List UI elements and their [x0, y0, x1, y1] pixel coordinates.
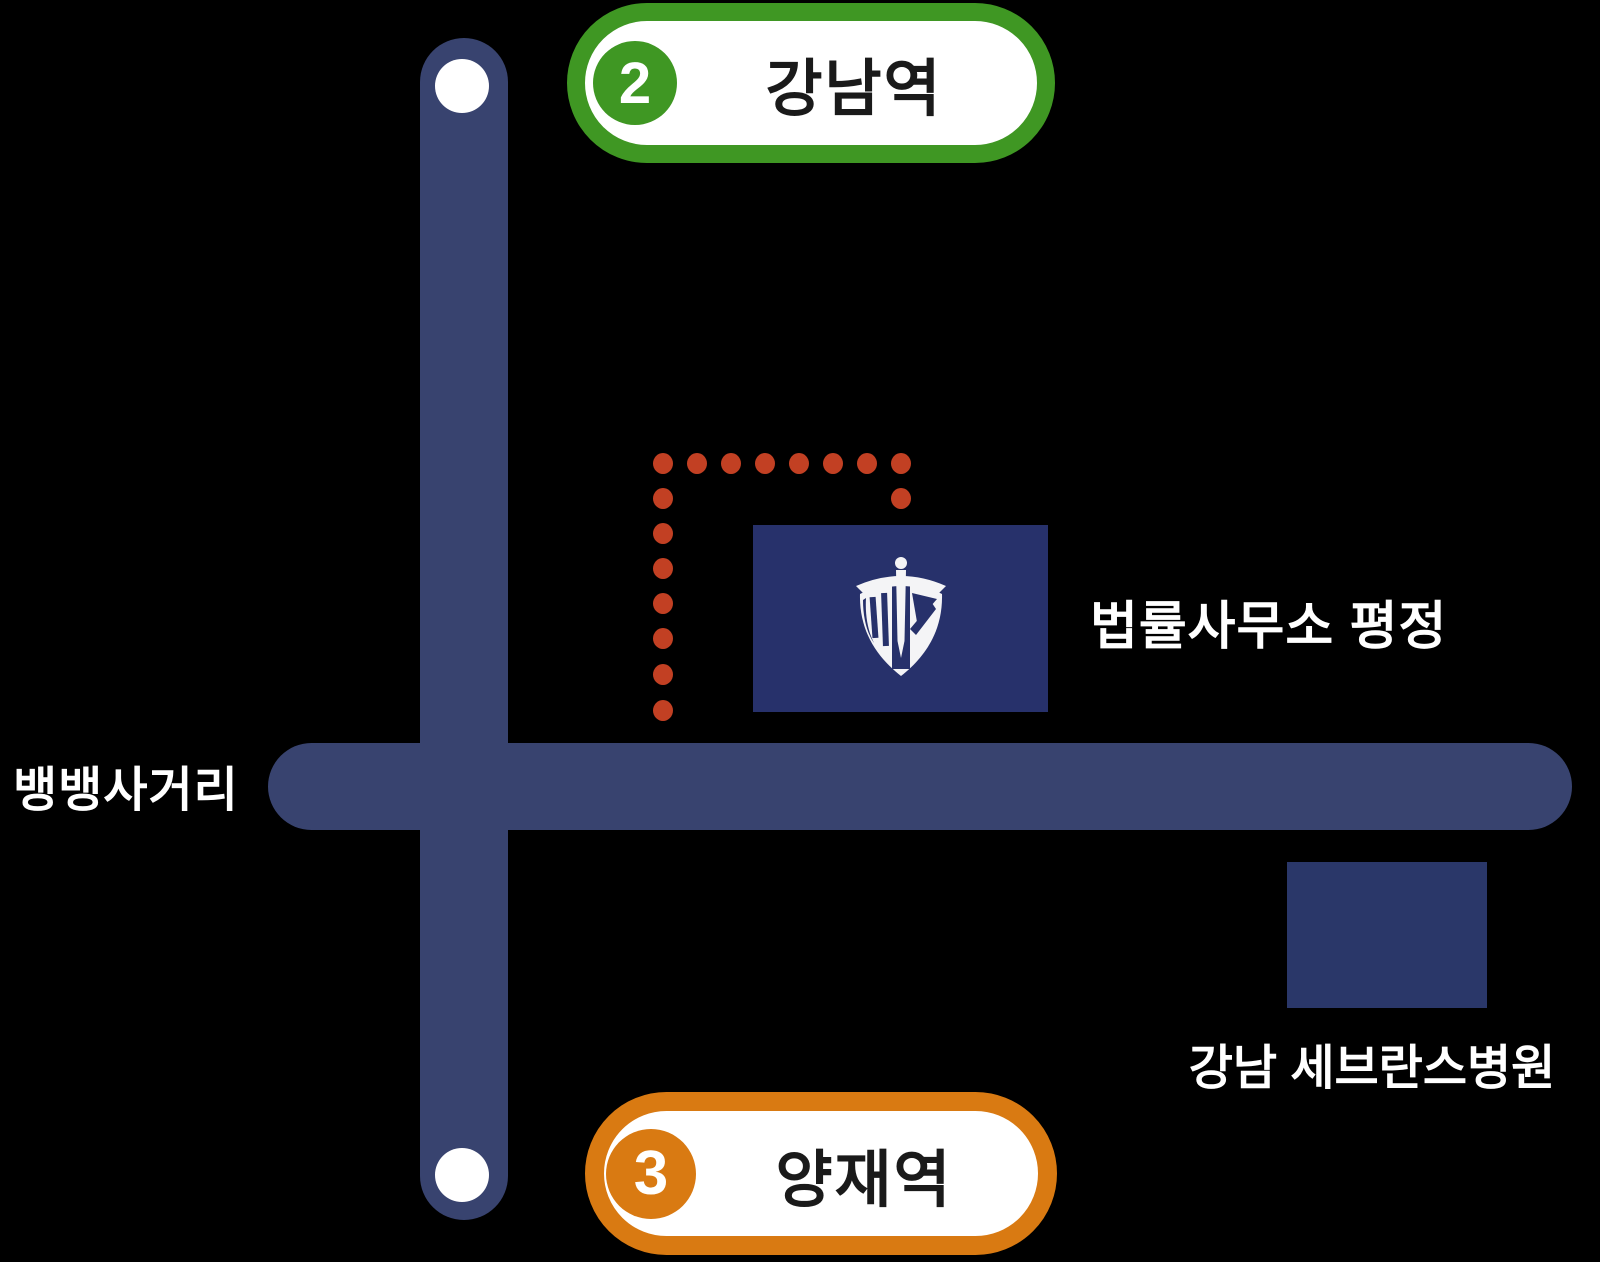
gangnam-station-name: 강남역 [765, 55, 943, 124]
route-dot [891, 488, 911, 509]
subway-line-2-icon: 2 [593, 41, 677, 125]
route-dot [653, 664, 673, 685]
gangnam-station-badge: 2 강남역 [567, 3, 1055, 163]
road-endpoint-top [435, 59, 489, 113]
route-dot [823, 453, 843, 474]
road-vertical [420, 38, 508, 1220]
route-dot [653, 453, 673, 474]
line-number: 3 [633, 1139, 669, 1208]
route-dot [721, 453, 741, 474]
route-dot [653, 628, 673, 649]
route-dot [653, 523, 673, 544]
office-building [753, 525, 1048, 712]
route-dot [653, 593, 673, 614]
hospital-building [1287, 862, 1487, 1008]
route-dot [857, 453, 877, 474]
route-dot [653, 700, 673, 721]
road-endpoint-bottom [435, 1148, 489, 1202]
hospital-label: 강남 세브란스병원 [1188, 1042, 1556, 1095]
shield-sword-icon [855, 556, 946, 676]
road-horizontal [268, 743, 1572, 830]
line-number: 2 [618, 50, 652, 116]
route-dot [755, 453, 775, 474]
intersection-label: 뱅뱅사거리 [13, 764, 239, 817]
route-dot [653, 558, 673, 579]
route-dot [789, 453, 809, 474]
yangjae-station-name: 양재역 [775, 1145, 953, 1215]
route-dot [653, 488, 673, 509]
yangjae-station-badge: 3 양재역 [585, 1092, 1057, 1255]
route-dot [891, 453, 911, 474]
office-label: 법률사무소 평정 [1090, 598, 1448, 656]
subway-line-3-icon: 3 [606, 1128, 696, 1219]
route-dot [687, 453, 707, 474]
